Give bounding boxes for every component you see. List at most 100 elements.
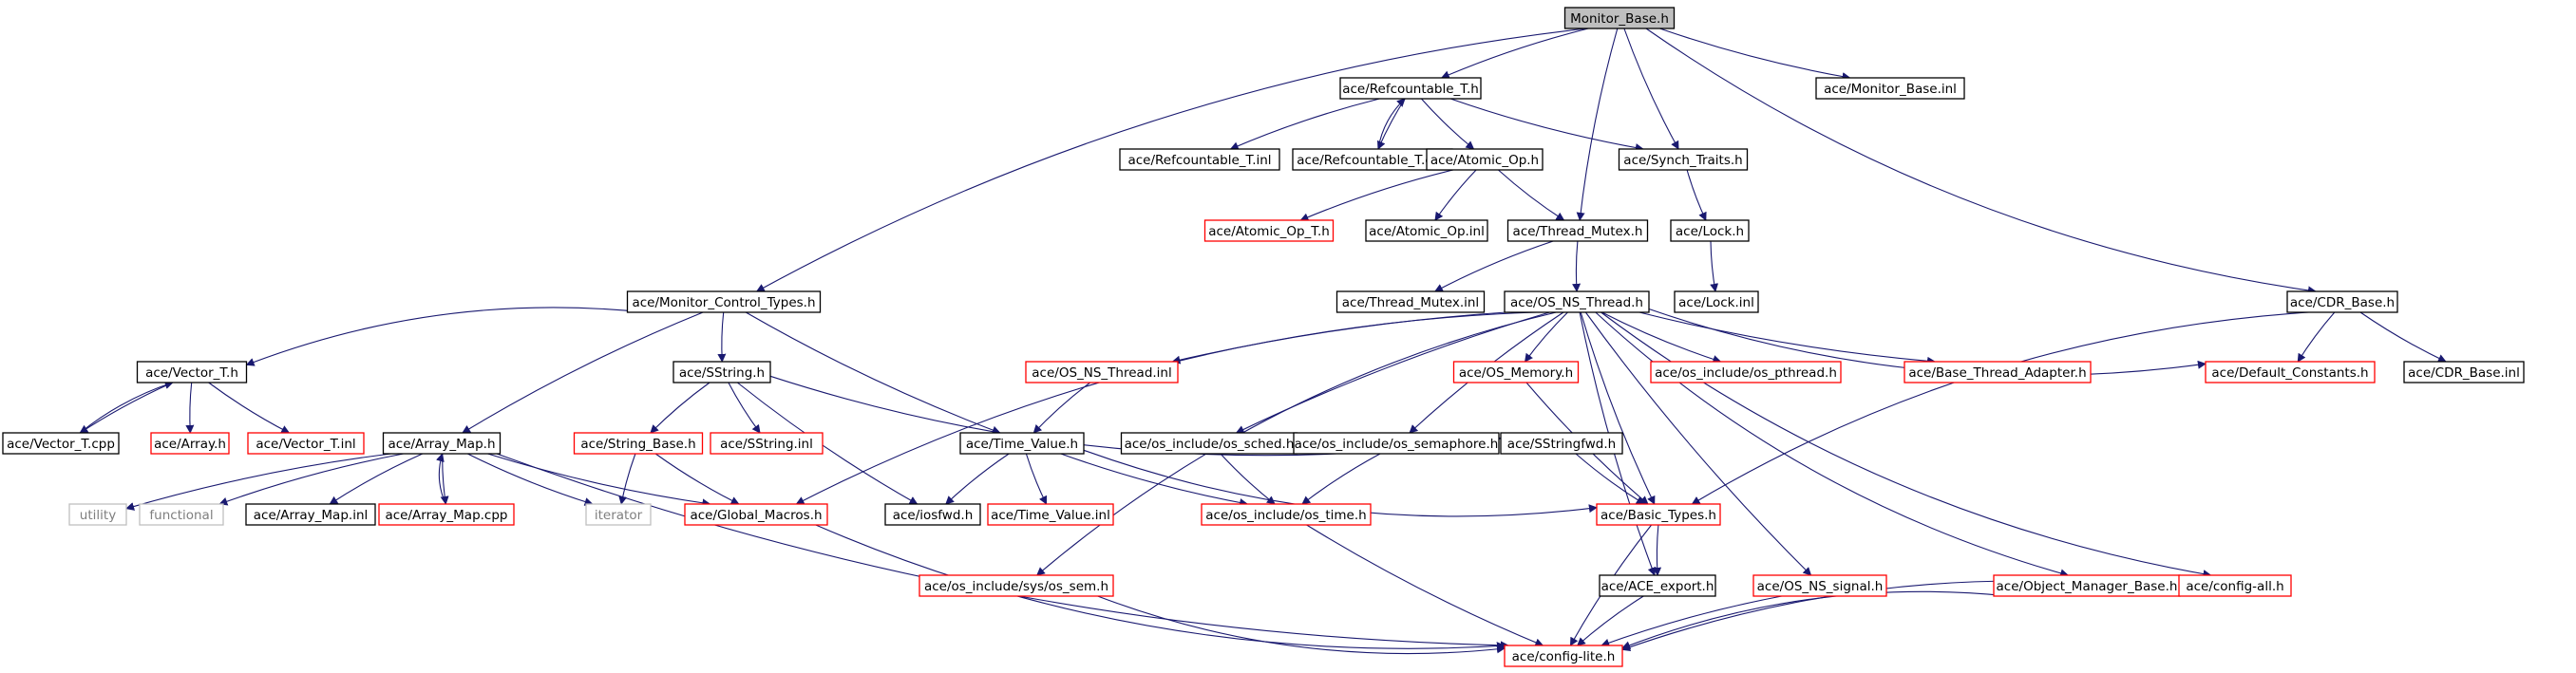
node-sstring-inl[interactable]: ace/SString.inl: [710, 432, 824, 455]
node-box[interactable]: [1563, 7, 1676, 29]
node-box[interactable]: [1119, 148, 1280, 171]
node-default-constants[interactable]: ace/Default_Constants.h: [2205, 361, 2376, 383]
node-box[interactable]: [150, 432, 230, 455]
node-box[interactable]: [382, 432, 502, 455]
node-os-semaphore[interactable]: ace/os_include/os_semaphore.h: [1293, 432, 1500, 455]
node-atomic-op-t[interactable]: ace/Atomic_Op_T.h: [1203, 219, 1335, 242]
node-box[interactable]: [1618, 148, 1749, 171]
node-box[interactable]: [585, 503, 652, 526]
node-root[interactable]: Monitor_Base.h: [1563, 7, 1676, 29]
node-box[interactable]: [959, 432, 1085, 455]
node-lock-h[interactable]: ace/Lock.h: [1670, 219, 1750, 242]
node-box[interactable]: [884, 503, 981, 526]
node-box[interactable]: [710, 432, 824, 455]
node-time-value-h[interactable]: ace/Time_Value.h: [959, 432, 1085, 455]
node-refcountable-cpp[interactable]: ace/Refcountable_T.cpp: [1292, 148, 1453, 171]
node-box[interactable]: [1201, 503, 1372, 526]
node-vector-h[interactable]: ace/Vector_T.h: [136, 361, 248, 383]
node-ace-export[interactable]: ace/ACE_export.h: [1599, 574, 1716, 597]
node-box[interactable]: [136, 361, 248, 383]
node-box[interactable]: [1500, 432, 1623, 455]
node-sstring-h[interactable]: ace/SString.h: [672, 361, 771, 383]
node-cdr-base-h[interactable]: ace/CDR_Base.h: [2286, 290, 2398, 313]
node-box[interactable]: [1025, 361, 1179, 383]
node-box[interactable]: [2403, 361, 2525, 383]
node-box[interactable]: [987, 503, 1114, 526]
node-os-ns-thread-h[interactable]: ace/OS_NS_Thread.h: [1504, 290, 1650, 313]
node-iterator[interactable]: iterator: [585, 503, 652, 526]
node-sstringfwd[interactable]: ace/SStringfwd.h: [1500, 432, 1623, 455]
node-thread-mutex-h[interactable]: ace/Thread_Mutex.h: [1506, 219, 1649, 242]
node-lock-inl[interactable]: ace/Lock.inl: [1674, 290, 1759, 313]
node-box[interactable]: [1670, 219, 1750, 242]
node-object-manager-base[interactable]: ace/Object_Manager_Base.h: [1993, 574, 2181, 597]
node-os-time[interactable]: ace/os_include/os_time.h: [1201, 503, 1372, 526]
node-base-thread-adapter[interactable]: ace/Base_Thread_Adapter.h: [1904, 361, 2092, 383]
node-box[interactable]: [1504, 290, 1650, 313]
node-array-map-inl[interactable]: ace/Array_Map.inl: [245, 503, 376, 526]
node-box[interactable]: [1752, 574, 1887, 597]
node-label: ace/Vector_T.h: [145, 365, 238, 381]
node-atomic-op-inl[interactable]: ace/Atomic_Op.inl: [1365, 219, 1488, 242]
node-synch-traits[interactable]: ace/Synch_Traits.h: [1618, 148, 1749, 171]
node-array-map-h[interactable]: ace/Array_Map.h: [382, 432, 502, 455]
node-time-value-inl[interactable]: ace/Time_Value.inl: [987, 503, 1114, 526]
node-box[interactable]: [672, 361, 771, 383]
node-box[interactable]: [1599, 574, 1716, 597]
node-os-pthread[interactable]: ace/os_include/os_pthread.h: [1650, 361, 1842, 383]
node-string-base[interactable]: ace/String_Base.h: [573, 432, 704, 455]
node-box[interactable]: [1815, 77, 1965, 100]
node-box[interactable]: [919, 574, 1114, 597]
node-box[interactable]: [1203, 219, 1335, 242]
node-box[interactable]: [2286, 290, 2398, 313]
node-functional[interactable]: functional: [139, 503, 224, 526]
node-os-ns-thread-inl[interactable]: ace/OS_NS_Thread.inl: [1025, 361, 1179, 383]
node-box[interactable]: [2178, 574, 2292, 597]
node-box[interactable]: [2, 432, 120, 455]
node-cdr-base-inl[interactable]: ace/CDR_Base.inl: [2403, 361, 2525, 383]
node-refcountable-h[interactable]: ace/Refcountable_T.h: [1339, 77, 1482, 100]
node-box[interactable]: [378, 503, 515, 526]
node-os-memory[interactable]: ace/OS_Memory.h: [1452, 361, 1580, 383]
node-utility[interactable]: utility: [68, 503, 127, 526]
node-box[interactable]: [1650, 361, 1842, 383]
node-os-sem[interactable]: ace/os_include/sys/os_sem.h: [919, 574, 1114, 597]
node-box[interactable]: [1293, 432, 1500, 455]
node-box[interactable]: [626, 290, 822, 313]
node-box[interactable]: [1426, 148, 1544, 171]
node-box[interactable]: [1504, 645, 1623, 667]
node-box[interactable]: [245, 503, 376, 526]
node-box[interactable]: [1506, 219, 1649, 242]
node-box[interactable]: [1596, 503, 1721, 526]
node-global-macros[interactable]: ace/Global_Macros.h: [684, 503, 828, 526]
node-config-lite[interactable]: ace/config-lite.h: [1504, 645, 1623, 667]
node-array-h[interactable]: ace/Array.h: [150, 432, 230, 455]
node-box[interactable]: [247, 432, 365, 455]
node-box[interactable]: [573, 432, 704, 455]
node-atomic-op-h[interactable]: ace/Atomic_Op.h: [1426, 148, 1544, 171]
node-os-sched[interactable]: ace/os_include/os_sched.h: [1120, 432, 1298, 455]
node-label: ace/Time_Value.inl: [991, 508, 1110, 523]
node-box[interactable]: [1904, 361, 2092, 383]
node-box[interactable]: [1335, 290, 1486, 313]
node-box[interactable]: [2205, 361, 2376, 383]
node-box[interactable]: [1339, 77, 1482, 100]
node-box[interactable]: [139, 503, 224, 526]
node-box[interactable]: [684, 503, 828, 526]
node-iosfwd[interactable]: ace/iosfwd.h: [884, 503, 981, 526]
node-monitor-ctrl[interactable]: ace/Monitor_Control_Types.h: [626, 290, 822, 313]
node-box[interactable]: [1365, 219, 1488, 242]
node-monitor-inl[interactable]: ace/Monitor_Base.inl: [1815, 77, 1965, 100]
node-thread-mutex-inl[interactable]: ace/Thread_Mutex.inl: [1335, 290, 1486, 313]
node-config-all[interactable]: ace/config-all.h: [2178, 574, 2292, 597]
edge-ace_export-to-config_lite: [1577, 595, 1644, 646]
node-os-ns-signal[interactable]: ace/OS_NS_signal.h: [1752, 574, 1887, 597]
node-refcountable-inl[interactable]: ace/Refcountable_T.inl: [1119, 148, 1280, 171]
node-vector-cpp[interactable]: ace/Vector_T.cpp: [2, 432, 120, 455]
node-basic-types[interactable]: ace/Basic_Types.h: [1596, 503, 1721, 526]
node-box[interactable]: [1452, 361, 1580, 383]
node-array-map-cpp[interactable]: ace/Array_Map.cpp: [378, 503, 515, 526]
node-box[interactable]: [1674, 290, 1759, 313]
node-vector-inl[interactable]: ace/Vector_T.inl: [247, 432, 365, 455]
node-box[interactable]: [68, 503, 127, 526]
